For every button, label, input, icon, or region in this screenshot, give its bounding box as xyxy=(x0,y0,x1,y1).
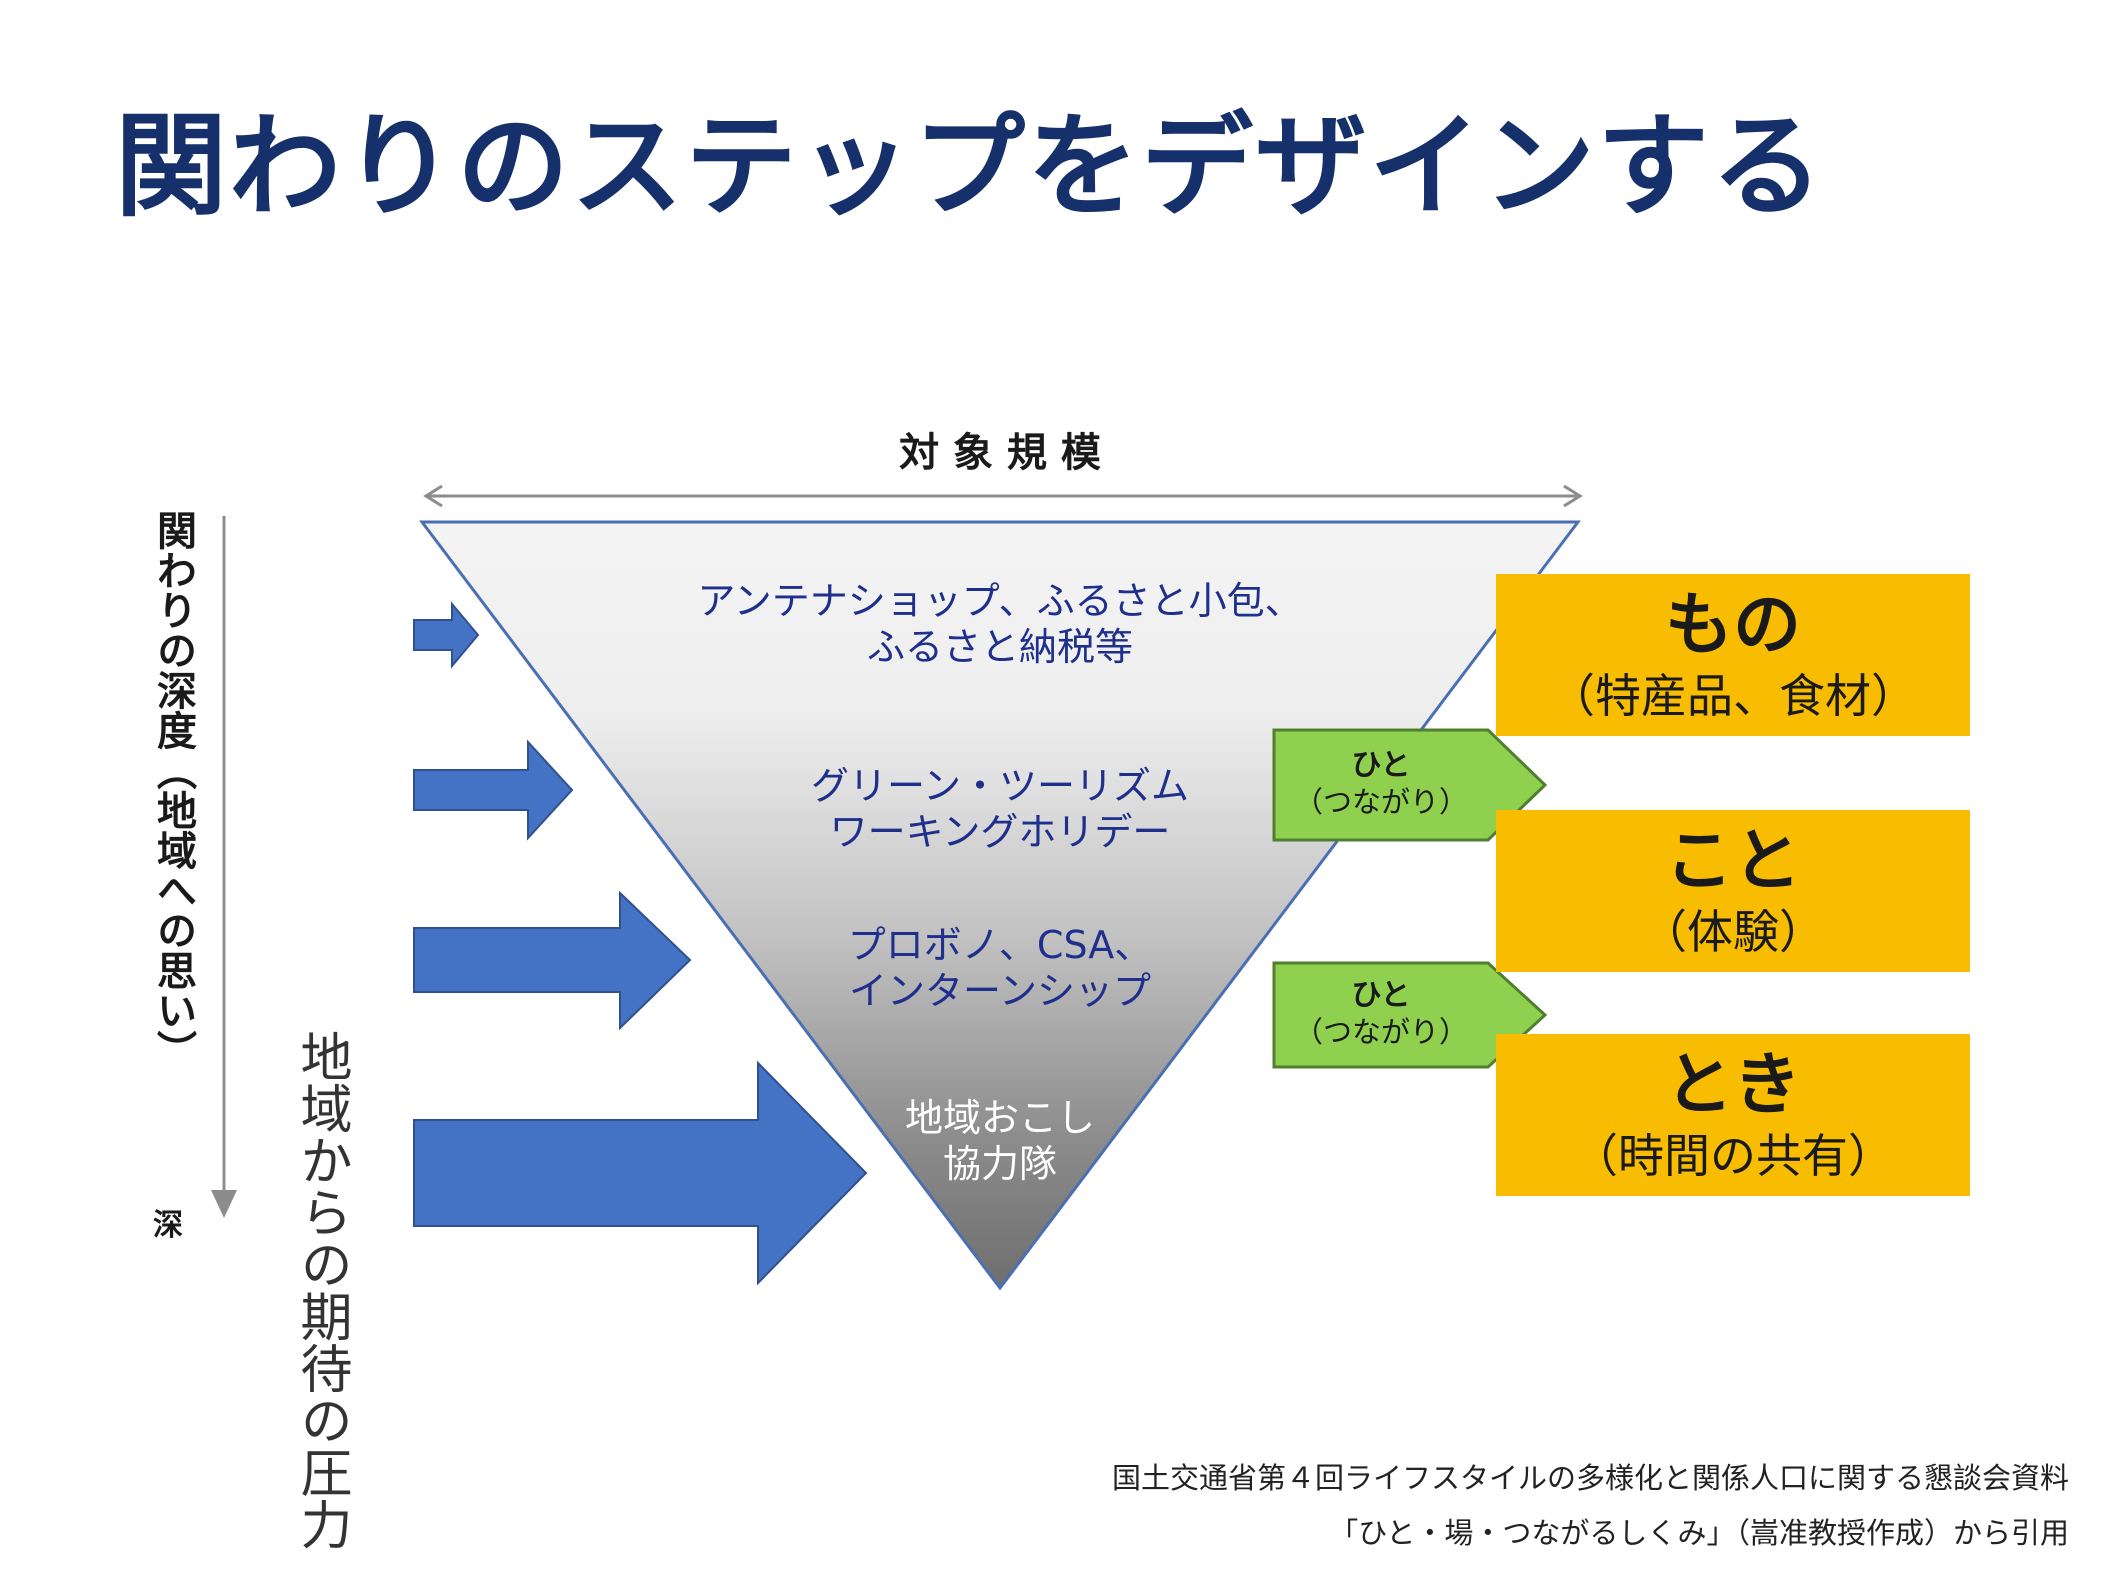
triangle-level-2-line2: ワーキングホリデー xyxy=(829,810,1171,854)
category-mono-subtitle: （特産品、食材） xyxy=(1549,669,1917,723)
category-box-mono: もの （特産品、食材） xyxy=(1496,574,1970,736)
category-toki-subtitle: （時間の共有） xyxy=(1572,1129,1894,1183)
category-box-koto: こと （体験） xyxy=(1496,810,1970,972)
triangle-level-4: 地域おこし 協力隊 xyxy=(850,1095,1150,1187)
triangle-level-4-line2: 協力隊 xyxy=(942,1142,1057,1186)
category-koto-title: こと xyxy=(1664,822,1801,901)
category-box-toki: とき （時間の共有） xyxy=(1496,1034,1970,1196)
page-title: 関わりのステップをデザインする xyxy=(115,102,1825,232)
depth-label: 関わりの深度（地域への思い） xyxy=(150,510,196,1070)
hito-connector-1-title: ひと xyxy=(1351,748,1411,783)
inverted-triangle xyxy=(418,520,1582,1291)
triangle-level-3-line1: プロボノ、CSA、 xyxy=(847,923,1153,967)
hito-connector-1: ひと （つながり） xyxy=(1274,748,1488,820)
hito-connector-2-subtitle: （つながり） xyxy=(1293,1015,1468,1049)
source-line-2: 「ひと・場・つながるしくみ」（嵩准教授作成）から引用 xyxy=(1329,1516,2069,1550)
scale-arrow xyxy=(423,484,1583,508)
triangle-level-1-line2: ふるさと納税等 xyxy=(866,625,1133,669)
triangle-level-3: プロボノ、CSA、 インターンシップ xyxy=(750,922,1250,1014)
category-koto-subtitle: （体験） xyxy=(1641,905,1825,959)
triangle-level-2-line1: グリーン・ツーリズム xyxy=(810,764,1190,808)
depth-axis-arrow xyxy=(211,516,237,1218)
hito-connector-1-subtitle: （つながり） xyxy=(1293,785,1468,819)
hito-connector-2: ひと （つながり） xyxy=(1274,978,1488,1050)
category-toki-title: とき xyxy=(1664,1046,1801,1125)
pressure-label: 地域からの期待の圧力 xyxy=(291,1030,351,1550)
scale-label: 対 象 規 模 xyxy=(899,430,1101,476)
pressure-arrow-3 xyxy=(413,890,692,1031)
depth-end-label: 深 xyxy=(153,1208,183,1243)
pressure-arrow-1 xyxy=(413,601,480,669)
triangle-level-3-line2: インターンシップ xyxy=(848,969,1152,1013)
source-line-1: 国土交通省第４回ライフスタイルの多様化と関係人口に関する懇談会資料 xyxy=(1111,1461,2069,1495)
triangle-level-1-line1: アンテナショップ、ふるさと小包、 xyxy=(697,579,1303,623)
hito-connector-2-title: ひと xyxy=(1351,978,1411,1013)
pressure-arrow-2 xyxy=(413,739,574,841)
pressure-arrow-4 xyxy=(413,1060,868,1286)
triangle-level-1: アンテナショップ、ふるさと小包、 ふるさと納税等 xyxy=(600,578,1400,670)
triangle-level-2: グリーン・ツーリズム ワーキングホリデー xyxy=(700,763,1300,855)
category-mono-title: もの xyxy=(1664,586,1801,665)
triangle-level-4-line1: 地域おこし xyxy=(904,1096,1095,1140)
